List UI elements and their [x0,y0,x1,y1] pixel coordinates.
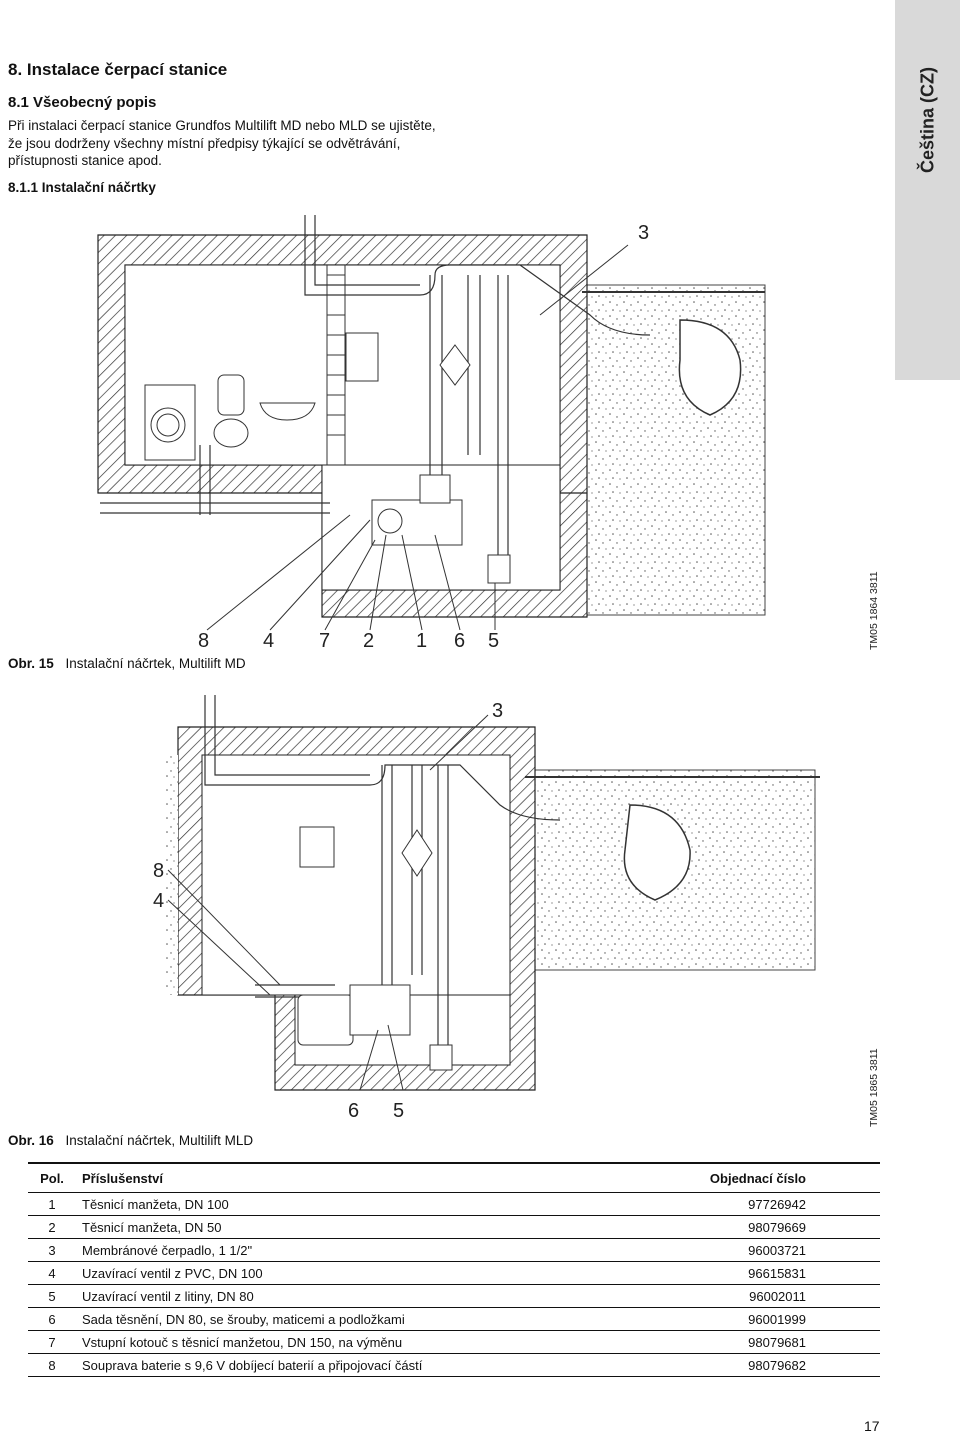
callout-5: 5 [393,1100,404,1122]
row-position: 1 [28,1192,76,1216]
row-order-number: 97726942 [680,1192,880,1216]
header-position: Pol. [28,1162,76,1193]
header-accessory: Příslušenství [76,1162,680,1193]
page-number: 17 [864,1418,880,1434]
row-accessory: Těsnicí manžeta, DN 50 [76,1215,680,1239]
row-accessory: Sada těsnění, DN 80, se šrouby, maticemi… [76,1307,680,1331]
callout-4: 4 [263,630,274,652]
table-row: 8 Souprava baterie s 9,6 V dobíjecí bate… [28,1353,880,1377]
callout-7: 7 [319,630,330,652]
row-position: 2 [28,1215,76,1239]
language-tab-label: Čeština (CZ) [917,66,937,174]
callout-2: 2 [363,630,374,652]
table-row: 3 Membránové čerpadlo, 1 1/2" 96003721 [28,1238,880,1262]
callout-3: 3 [492,700,503,722]
figure-16-code: TM05 1865 3811 [868,1048,880,1127]
accessories-table: Pol. Příslušenství Objednací číslo 1 Těs… [28,1162,880,1377]
figure-15-text: Instalační náčrtek, Multilift MD [65,656,246,671]
callout-8: 8 [153,860,164,882]
figure-15-caption: Obr. 15 Instalační náčrtek, Multilift MD [8,656,246,671]
section-title: 8. Instalace čerpací stanice [8,60,228,79]
installation-sketch-md: 3 8 4 7 2 1 6 5 [97,215,766,652]
row-order-number: 98079669 [680,1215,880,1239]
callout-4: 4 [153,890,164,912]
row-position: 4 [28,1261,76,1285]
intro-paragraph: Při instalaci čerpací stanice Grundfos M… [8,118,436,168]
row-position: 5 [28,1284,76,1308]
subsection-title: 8.1 Všeobecný popis [8,94,157,111]
figure-16-text: Instalační náčrtek, Multilift MLD [65,1133,254,1148]
row-accessory: Souprava baterie s 9,6 V dobíjecí bateri… [76,1353,680,1377]
callout-6: 6 [454,630,465,652]
row-position: 7 [28,1330,76,1354]
callout-6: 6 [348,1100,359,1122]
callout-5: 5 [488,630,499,652]
callout-8: 8 [198,630,209,652]
table-header-row: Pol. Příslušenství Objednací číslo [28,1162,880,1193]
row-accessory: Těsnicí manžeta, DN 100 [76,1192,680,1216]
figure-16-caption: Obr. 16 Instalační náčrtek, Multilift ML… [8,1133,253,1148]
row-position: 3 [28,1238,76,1262]
row-order-number: 96002011 [680,1284,880,1308]
installation-sketch-mld: 3 8 4 6 5 [153,695,820,1122]
figure-15-code: TM05 1864 3811 [868,571,880,650]
row-position: 6 [28,1307,76,1331]
figure-16-label: Obr. 16 [8,1133,54,1148]
row-accessory: Uzavírací ventil z PVC, DN 100 [76,1261,680,1285]
row-order-number: 96615831 [680,1261,880,1285]
table-row: 1 Těsnicí manžeta, DN 100 97726942 [28,1192,880,1216]
table-row: 6 Sada těsnění, DN 80, se šrouby, matice… [28,1307,880,1331]
callout-3: 3 [638,222,649,244]
figure-15-label: Obr. 15 [8,656,54,671]
header-order-number: Objednací číslo [680,1162,880,1193]
row-accessory: Membránové čerpadlo, 1 1/2" [76,1238,680,1262]
row-position: 8 [28,1353,76,1377]
table-row: 2 Těsnicí manžeta, DN 50 98079669 [28,1215,880,1239]
subsubsection-title: 8.1.1 Instalační náčrtky [8,180,156,195]
table-row: 5 Uzavírací ventil z litiny, DN 80 96002… [28,1284,880,1308]
row-order-number: 96003721 [680,1238,880,1262]
row-accessory: Vstupní kotouč s těsnicí manžetou, DN 15… [76,1330,680,1354]
row-accessory: Uzavírací ventil z litiny, DN 80 [76,1284,680,1308]
row-order-number: 96001999 [680,1307,880,1331]
table-row: 7 Vstupní kotouč s těsnicí manžetou, DN … [28,1330,880,1354]
row-order-number: 98079682 [680,1353,880,1377]
callout-1: 1 [416,630,427,652]
row-order-number: 98079681 [680,1330,880,1354]
language-tab: Čeština (CZ) [895,0,960,380]
table-row: 4 Uzavírací ventil z PVC, DN 100 9661583… [28,1261,880,1285]
